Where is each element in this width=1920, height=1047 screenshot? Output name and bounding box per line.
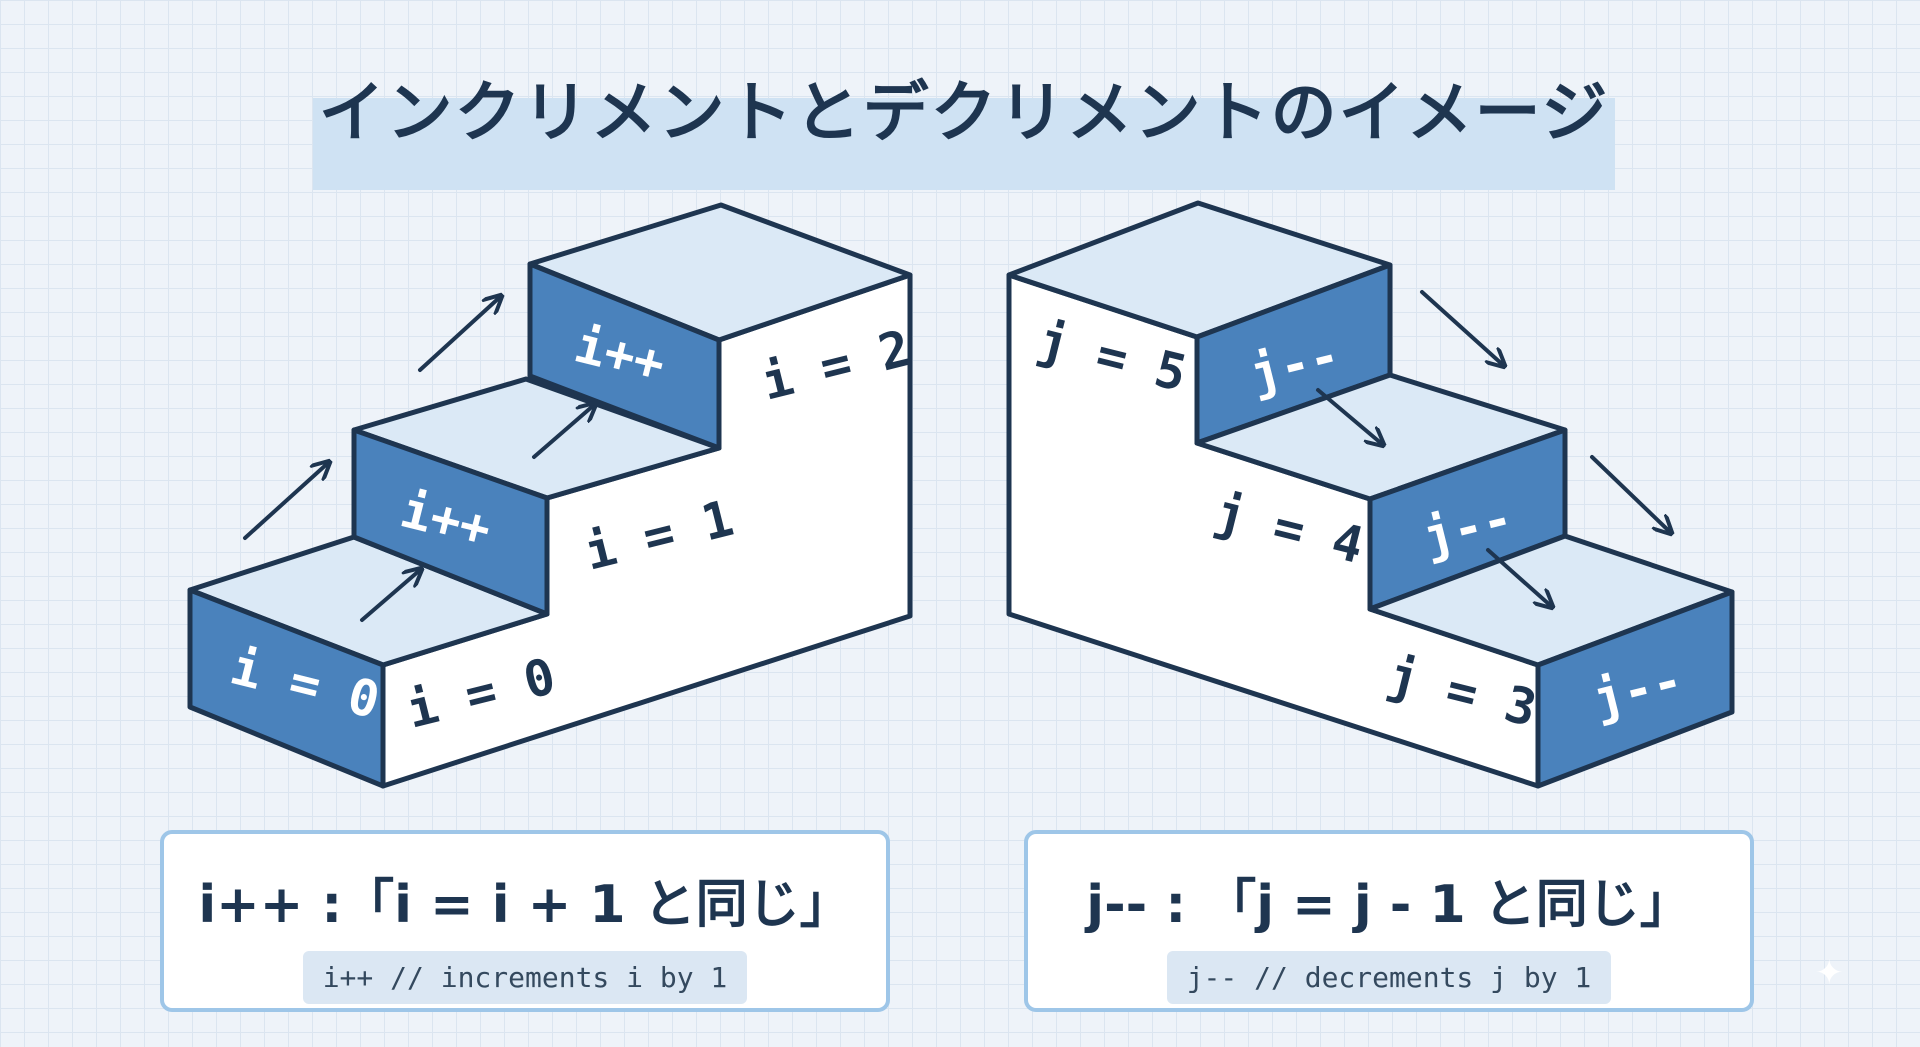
arrow-down-right-icon xyxy=(1420,290,1503,365)
sparkle-icon: ✦ xyxy=(1815,953,1844,993)
arrow-down-right-icon xyxy=(1590,455,1670,532)
increment-explanation-text: i++ :「i = i + 1 と同じ」 xyxy=(198,875,852,935)
title-area: インクリメントとデクリメントのイメージ xyxy=(313,48,1615,190)
decrement-code-snippet: j-- // decrements j by 1 xyxy=(1166,951,1612,1004)
decrement-stair-riser-2 xyxy=(1535,589,1735,789)
increment-explanation-box: i++ :「i = i + 1 と同じ」 i++ // increments i… xyxy=(160,830,890,1012)
decrement-stairs: j = 5 j = 4 j = 3 j-- j-- j-- xyxy=(1006,200,1735,789)
increment-stair-riser-2 xyxy=(527,261,722,451)
arrow-up-right-icon xyxy=(532,405,594,459)
increment-stair-front-face xyxy=(187,587,386,789)
arrow-down-right-icon xyxy=(1486,548,1551,606)
arrow-down-right-icon xyxy=(1316,388,1382,444)
page-title: インクリメントとデクリメントのイメージ xyxy=(318,74,1610,151)
decrement-explanation-text: j-- : 「j = j - 1 と同じ」 xyxy=(1086,875,1692,935)
arrow-up-right-icon xyxy=(360,570,420,622)
arrow-up-right-icon xyxy=(418,297,500,372)
title-highlight-band xyxy=(313,98,1615,190)
increment-stairs: i = 0 i++ i++ i = 0 i = 1 i = 2 xyxy=(187,202,916,789)
decrement-explanation-box: j-- : 「j = j - 1 と同じ」 j-- // decrements … xyxy=(1024,830,1754,1012)
arrow-up-right-icon xyxy=(243,463,328,540)
increment-stair-riser-1 xyxy=(351,427,550,617)
increment-code-snippet: i++ // increments i by 1 xyxy=(302,951,748,1004)
